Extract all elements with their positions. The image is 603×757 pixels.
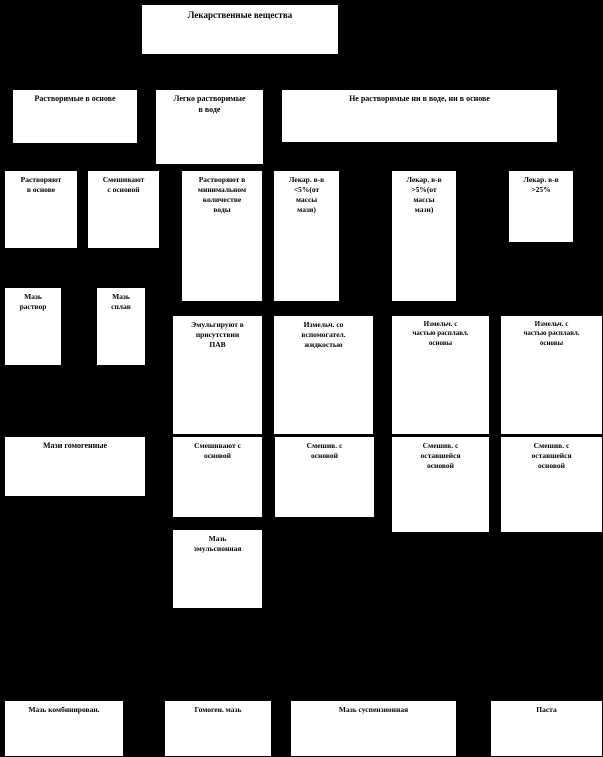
diagram-node-mix-base: Смешивают с основой	[87, 170, 160, 249]
diagram-node-oint-homog-2: Гомоген. мазь	[164, 700, 272, 757]
diagram-node-root: Лекарственные вещества	[141, 4, 339, 55]
diagram-node-oint-solution: Мазь раствор	[4, 287, 62, 366]
diagram-node-mix-base-2: Смешивают с основой	[172, 436, 263, 518]
diagram-node-mix-rest-1: Смешив. с оставшейся основой	[391, 436, 490, 533]
diagram-node-paste: Паста	[490, 700, 603, 757]
diagram-node-sol-water: Легко растворимые в воде	[155, 89, 264, 165]
diagram-node-lv-lt5: Лекар. в-в <5%(от массы мази)	[273, 170, 340, 302]
diagram-node-lv-gt25: Лекар. в-в >25%	[508, 170, 574, 243]
diagram-node-grind-base-2: Измельч. с частью расплавл. основы	[500, 315, 603, 435]
diagram-node-grind-base-1: Измельч. с частью расплавл. основы	[391, 315, 490, 435]
diagram-node-mix-base-3: Смешив. с основой	[274, 436, 375, 518]
diagram-node-oint-suspens: Мазь суспензионная	[290, 700, 457, 757]
diagram-node-dissolve-min: Растворяют в минимальном количестве воды	[181, 170, 263, 302]
diagram-node-oint-alloy: Мазь сплав	[96, 287, 146, 366]
diagram-node-lv-gt5: Лекар. в-в >5%(от массы мази)	[391, 170, 457, 302]
diagram-node-insoluble: Не растворимые ни в воде, ни в основе	[281, 89, 558, 143]
diagram-node-oint-homog: Мази гомогенные	[4, 436, 146, 497]
diagram-node-mix-rest-2: Смешив. с оставшейся основой	[500, 436, 603, 533]
diagram-node-oint-combined: Мазь комбинирован.	[4, 700, 124, 757]
diagram-node-sol-base: Растворимые в основе	[12, 89, 138, 144]
diagram-node-emulsify-pav: Эмульгируют в присутствии ПАВ	[172, 315, 263, 435]
diagram-node-oint-emulsion: Мазь эмульсионная	[172, 529, 263, 609]
diagram-node-grind-liquid: Измельч. со вспомогател. жидкостью	[273, 315, 374, 435]
diagram-node-dissolve-base: Растворяют в основе	[4, 170, 78, 249]
